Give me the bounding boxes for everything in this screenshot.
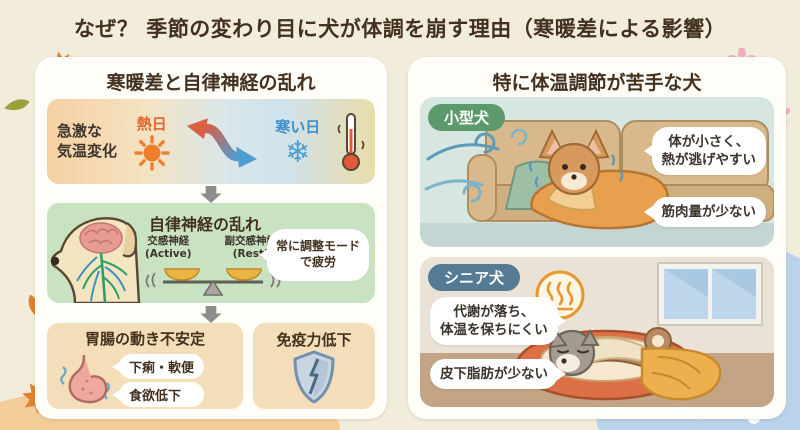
cold-day-label: 寒い日	[275, 117, 321, 136]
stomach-icon	[60, 354, 111, 403]
senior-dog-card: シニア犬 代謝が落ち、 体温を保ちにくい 皮下脂肪が少ない	[420, 257, 774, 407]
broken-shield-icon	[293, 350, 335, 404]
sympathetic-label: 交感神経	[147, 235, 190, 247]
nerve-box-title: 自律神経の乱れ	[149, 215, 262, 234]
nerve-labels: 交感神経 (Active) 副交感神経 (Rest)	[145, 235, 277, 261]
autonomic-nerve-box: 自律神経の乱れ 交感神経 (Active) 副交感神経 (Rest)	[47, 203, 375, 303]
sun-icon	[134, 134, 170, 171]
low-metabolism-bubble: 代謝が落ち、 体温を保ちにくい	[430, 297, 566, 346]
page-title: なぜ？ 季節の変わり目に犬が体調を崩す理由（寒暖差による影響）	[73, 17, 727, 41]
down-arrow-icon	[200, 186, 222, 203]
gi-instability-box: 胃腸の動き不安定 下痢・軟便 食欲低下	[47, 323, 243, 409]
immunity-box: 免疫力低下	[253, 323, 375, 409]
dog-brain-nerves-icon	[50, 217, 141, 303]
small-dog-card: 小型犬 体が小さく、 熱が逃げやすい 筋肉量が少ない	[420, 97, 774, 247]
adjustment-fatigue-bubble: 常に調整モードで疲労	[259, 229, 369, 281]
temperature-change-box: 急激な 気温変化 熱日	[47, 99, 375, 184]
left-panel-heading: 寒暖差と自律神経の乱れ	[106, 72, 316, 94]
right-panel-vulnerable-dogs: 特に体温調節が苦手な犬	[408, 57, 786, 419]
gi-box-title: 胃腸の動き不安定	[84, 330, 205, 348]
snowflake-icon: ❄	[285, 134, 311, 170]
left-panel-autonomic-nerves: 寒暖差と自律神経の乱れ 急激な 気温変化 熱日	[35, 57, 387, 419]
low-fat-bubble: 皮下脂肪が少ない	[430, 359, 566, 390]
balance-scale-icon	[145, 268, 281, 296]
senior-dog-badge: シニア犬	[428, 264, 521, 291]
hot-cold-curved-arrow-icon	[187, 117, 258, 168]
down-arrow-icon	[200, 306, 222, 323]
immunity-box-title: 免疫力低下	[276, 331, 352, 349]
parasympathetic-label: 副交感神経	[224, 235, 278, 247]
low-muscle-bubble: 筋肉量が少ない	[643, 197, 766, 228]
sympathetic-mode-label: (Active)	[145, 248, 192, 261]
small-body-bubble: 体が小さく、 熱が逃げやすい	[643, 127, 766, 176]
temperature-change-label: 急激な 気温変化	[57, 122, 118, 160]
thermometer-icon	[337, 112, 365, 171]
diarrhea-bubble: 下痢・軟便	[111, 354, 205, 379]
appetite-loss-bubble: 食欲低下	[111, 382, 205, 407]
right-panel-heading: 特に体温調節が苦手な犬	[492, 72, 702, 94]
hot-day-label: 熱日	[136, 114, 167, 133]
small-dog-badge: 小型犬	[428, 104, 506, 131]
leaf-icon	[4, 99, 30, 111]
